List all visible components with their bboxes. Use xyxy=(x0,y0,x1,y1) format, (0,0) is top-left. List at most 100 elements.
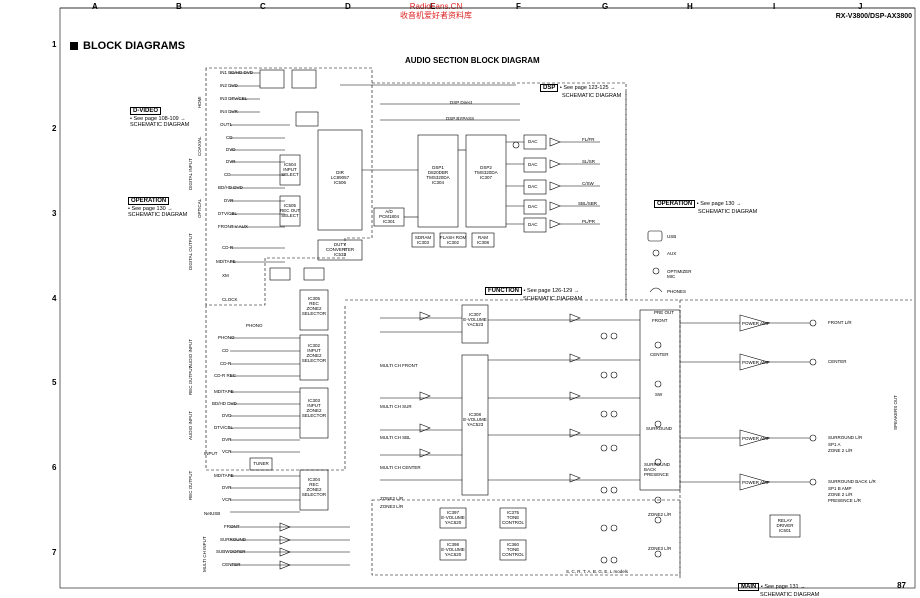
block-recout-select: IC505 REC OUT SELECT xyxy=(280,203,300,218)
block-duty-l2: CONVERTER xyxy=(325,247,355,252)
block-relay-l1: RELAY xyxy=(777,518,793,523)
label-netusb: NetUSB xyxy=(204,511,221,516)
power-amp-4: POWER AMP xyxy=(742,480,770,485)
label-audio-input-2: AUDIO INPUT xyxy=(188,410,193,440)
callout-dsp: DSP • See page 123-125 → SCHEMATIC DIAGR… xyxy=(540,84,621,99)
speaker-surround-back: SURROUND BACK L/R xyxy=(828,479,876,484)
col-f: F xyxy=(516,2,521,11)
label-optical: OPTICAL xyxy=(197,198,202,218)
dac-4: DAC xyxy=(528,204,538,209)
block-input-select-l2: INPUT xyxy=(283,167,297,172)
callout-function-title: FUNCTION xyxy=(485,287,522,295)
label-rec-output-2: REC OUTPUT xyxy=(188,470,193,500)
callout-function: FUNCTION • See page 126-129 → SCHEMATIC … xyxy=(485,287,582,302)
block-rec-zone-sel-l2: REC xyxy=(309,301,319,306)
block-rec-zone-sel-2-l1: IC304 xyxy=(307,477,320,482)
label-audio-input: AUDIO INPUT xyxy=(188,338,193,368)
block-tone1-l1: IC375 xyxy=(506,510,519,515)
multi-out-subwoofer: SUBWOOFER xyxy=(216,549,246,554)
input-coax-cd: CD xyxy=(226,135,233,140)
callout-function-line1: • See page 126-129 → xyxy=(523,288,580,294)
audio-in-vcr: VCR xyxy=(222,449,232,454)
block-rec-zone-sel-l3: ZONE2 xyxy=(306,306,322,311)
block-evol4-l1: IC398 xyxy=(446,542,459,547)
watermark: RadioFans.CN 收音机爱好者资料库 xyxy=(400,2,472,20)
signal-multi-ch-sur: MULTI CH SUR xyxy=(380,404,412,409)
signal-zone2: ZONE2 L/R xyxy=(380,496,404,501)
block-relay-l3: IC601 xyxy=(778,528,791,533)
row-2: 2 xyxy=(52,124,57,133)
block-evol4: IC398 E-VOLUME YAC520 xyxy=(440,542,466,557)
audio-in-cdr-rec: CD-R REC xyxy=(214,373,236,378)
multi-out-front: FRONT xyxy=(224,524,240,529)
block-recout-select-l3: SELECT xyxy=(281,213,299,218)
col-h: H xyxy=(687,2,693,11)
input-hdmi-3: IN3 DTV/CBL xyxy=(220,96,248,101)
watermark-line1: RadioFans.CN xyxy=(409,2,463,11)
rec-out-md-tape: MD/TAPE xyxy=(214,473,234,478)
block-dir: DIR LC89057 IC506 xyxy=(318,170,362,185)
label-speakers-out: SPEAKERS OUT xyxy=(893,394,898,430)
block-input-zone-sel-l2: INPUT xyxy=(307,348,321,353)
row-7: 7 xyxy=(52,548,57,557)
block-input-zone-sel-l1: IC302 xyxy=(307,343,320,348)
callout-dvideo: D-VIDEO • See page 108-109 → SCHEMATIC D… xyxy=(130,107,189,128)
label-input: INPUT xyxy=(204,451,218,456)
callout-main-line2: SCHEMATIC DIAGRAM xyxy=(760,592,820,598)
block-input-zone-sel-2-l2: INPUT xyxy=(307,403,321,408)
speaker-sub-1: SP1 A xyxy=(828,442,841,447)
power-amp-3: POWER AMP xyxy=(742,436,770,441)
callout-operation-right-line2: SCHEMATIC DIAGRAM xyxy=(698,209,758,215)
block-dir-l1: DIR xyxy=(336,170,344,175)
block-ram: RAM IC308 xyxy=(472,235,494,245)
input-bus xyxy=(230,72,290,263)
audio-in-dvd: DVD xyxy=(222,413,232,418)
block-sdram: SDRAM IC303 xyxy=(412,235,434,245)
block-input-zone-sel-l3: ZONE2 xyxy=(306,353,322,358)
watermark-line2: 收音机爱好者资料库 xyxy=(400,11,472,20)
col-d: D xyxy=(345,2,351,11)
input-hdmi-2: IN2 DVD xyxy=(220,83,238,88)
label-clock: CLOCK xyxy=(222,297,238,302)
callout-dsp-line2: SCHEMATIC DIAGRAM xyxy=(562,93,622,99)
block-dsp2: DSP2 TMS320DA IC307 xyxy=(466,165,506,180)
rec-out-vcr: VCR xyxy=(222,497,232,502)
label-digital-output: DIGITAL OUTPUT xyxy=(188,233,193,270)
row-1: 1 xyxy=(52,40,57,49)
block-tuner: TUNER xyxy=(253,461,269,466)
block-relay-l2: DRIVER xyxy=(776,523,794,528)
block-rec-zone-sel-2-l2: REC xyxy=(309,482,319,487)
block-duty: DUTY CONVERTER IC533 xyxy=(318,242,362,257)
block-evol1-l3: YAC523 xyxy=(466,322,484,327)
callout-dvideo-title: D-VIDEO xyxy=(130,107,162,115)
label-digital-input: DIGITAL INPUT xyxy=(188,158,193,190)
output-md-tape: MD/TAPE xyxy=(216,259,236,264)
block-evol3: IC397 E-VOLUME YAC520 xyxy=(440,510,466,525)
block-tone1-l3: CONTROL xyxy=(501,520,524,525)
block-dsp2-l3: IC307 xyxy=(479,175,492,180)
input-opt-dvr: DVR xyxy=(224,198,234,203)
block-sdram-l2: IC303 xyxy=(416,240,429,245)
block-evol4-l3: YAC520 xyxy=(444,552,462,557)
block-dir-l2: LC89057 xyxy=(330,175,350,180)
dac-out-3: C/SW xyxy=(582,181,594,186)
block-adc: A/D PCM1804 IC301 xyxy=(374,209,404,224)
channel-sb-presence: SURROUND BACK PRESENCE xyxy=(644,462,671,477)
function-boundary xyxy=(205,305,346,471)
speaker-front: FRONT L/R xyxy=(828,320,852,325)
block-input-select: IC504 INPUT SELECT xyxy=(280,162,300,177)
io-optimizer-mic: OPTIMIZER MIC xyxy=(667,269,692,279)
dac-5: DAC xyxy=(528,222,538,227)
callout-function-line2: SCHEMATIC DIAGRAM xyxy=(523,296,583,302)
output-hdmi-1: OUT1 xyxy=(220,122,233,127)
multi-out-surround: SURROUND xyxy=(220,537,247,542)
dac-3: DAC xyxy=(528,184,538,189)
block-evol1: IC307 E-VOLUME YAC523 xyxy=(462,312,488,327)
section-title: BLOCK DIAGRAMS xyxy=(70,40,185,52)
row-6: 6 xyxy=(52,463,57,472)
audio-in-phono: PHONO xyxy=(218,335,235,340)
diagram-title: AUDIO SECTION BLOCK DIAGRAM xyxy=(405,56,540,65)
input-opt-front: FRONT V AUX xyxy=(218,224,248,229)
block-evol3-l1: IC397 xyxy=(446,510,459,515)
